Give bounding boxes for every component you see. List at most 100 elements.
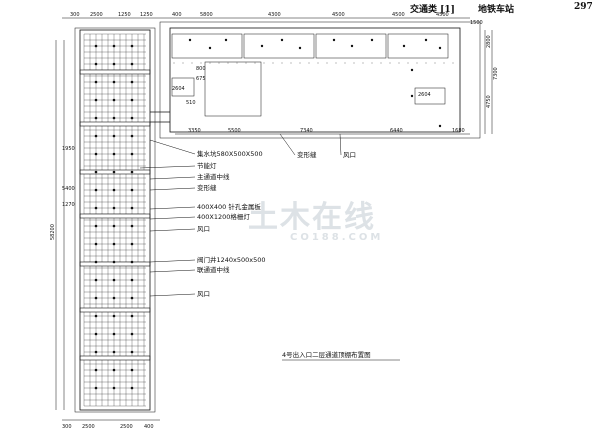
dim-top_1: 300 (70, 12, 80, 18)
light-dot (438, 124, 442, 128)
light-dot (130, 296, 134, 300)
leader-line (149, 176, 196, 180)
vertical-corridor-grid (79, 33, 151, 407)
dim-right_2: 7300 (493, 67, 499, 80)
light-dot (112, 350, 116, 354)
dim-inner_5: 675 (196, 76, 206, 82)
light-dot (94, 296, 98, 300)
light-dot (130, 62, 134, 66)
dim-left_1: 1950 (62, 146, 75, 152)
leader-line (149, 259, 196, 263)
dim-top_8: 4500 (332, 12, 345, 18)
light-dot (208, 46, 212, 50)
stair-opening (204, 61, 262, 117)
dim-inner_3: 800 (196, 66, 206, 72)
light-dot (112, 242, 116, 246)
dim-top_10: 4500 (436, 12, 449, 18)
light-dot (130, 116, 134, 120)
dim-left_2: 5400 (62, 186, 75, 192)
fixture-strip (243, 33, 315, 59)
light-dot (112, 332, 116, 336)
callout-c6: 400X1200格栅灯 (197, 212, 250, 221)
dim-top_5: 400 (172, 12, 182, 18)
light-dot (94, 134, 98, 138)
section-band (79, 307, 151, 313)
light-dot (188, 38, 192, 42)
callout-c9: 联通道中线 (197, 265, 230, 274)
light-dot (94, 80, 98, 84)
light-dot (112, 80, 116, 84)
leader-line (139, 165, 196, 169)
light-dot (94, 44, 98, 48)
leader-line (149, 206, 196, 210)
callout-c4: 变形缝 (197, 183, 217, 192)
light-dot (130, 170, 134, 174)
light-dot (130, 332, 134, 336)
fixture-strip (387, 33, 449, 59)
light-dot (112, 188, 116, 192)
vertical-corridor-wall (74, 27, 156, 413)
leader-line (149, 216, 196, 220)
dim-left_3: 1270 (62, 202, 75, 208)
leader-line (279, 133, 296, 156)
light-dot (130, 206, 134, 210)
dim-inner_2: 2604 (418, 92, 431, 98)
light-dot (130, 314, 134, 318)
leader-line (149, 187, 196, 191)
light-dot (94, 224, 98, 228)
dim-top_7: 4300 (268, 12, 281, 18)
light-dot (260, 44, 264, 48)
dim-bot_4: 400 (144, 424, 154, 430)
dim-top_3: 1250 (118, 12, 131, 18)
callout-c11: 变形缝 (297, 150, 317, 159)
callout-c12: 风口 (343, 151, 356, 159)
light-dot (130, 188, 134, 192)
equipment-box (414, 87, 446, 105)
dim-bot_3: 2500 (120, 424, 133, 430)
dim-top_4: 1250 (140, 12, 153, 18)
light-dot (130, 152, 134, 156)
leader-lines (139, 133, 400, 361)
light-dot (112, 116, 116, 120)
light-dot (112, 260, 116, 264)
light-dot (112, 368, 116, 372)
light-dot (94, 278, 98, 282)
light-dot (410, 94, 414, 98)
light-dot (410, 68, 414, 72)
dim-top_2: 2500 (90, 12, 103, 18)
dim-right_3: 4750 (486, 95, 492, 108)
section-band (79, 213, 151, 219)
dim-mid_5: 1680 (452, 128, 465, 134)
light-dot (94, 260, 98, 264)
callout-c10: 风口 (197, 290, 210, 298)
dim-mid_3: 7340 (300, 128, 313, 134)
callout-c2: 节能灯 (197, 161, 217, 170)
light-dot (112, 278, 116, 282)
light-dot (94, 98, 98, 102)
leader-line (149, 139, 196, 155)
callout-c5: 400X400 针孔金属板 (197, 202, 261, 211)
light-dot (130, 386, 134, 390)
light-dot (112, 44, 116, 48)
dim-bot_1: 300 (62, 424, 72, 430)
corridor-outlines (55, 17, 493, 421)
dim-inner_1: 2604 (172, 86, 185, 92)
light-dot (112, 98, 116, 102)
light-dot (298, 46, 302, 50)
light-dot (94, 206, 98, 210)
light-dot (332, 38, 336, 42)
light-dot (94, 152, 98, 156)
light-dot (112, 314, 116, 318)
light-dot (402, 44, 406, 48)
header-category: 交通类 [1] (410, 5, 455, 15)
light-dot (424, 38, 428, 42)
dim-mid_1: 3350 (188, 128, 201, 134)
light-dot (112, 134, 116, 138)
dim-left_total: 58200 (50, 224, 56, 240)
light-dot (94, 242, 98, 246)
light-dot (350, 44, 354, 48)
light-dot (112, 296, 116, 300)
fixture-strip (315, 33, 387, 59)
light-dot (94, 62, 98, 66)
